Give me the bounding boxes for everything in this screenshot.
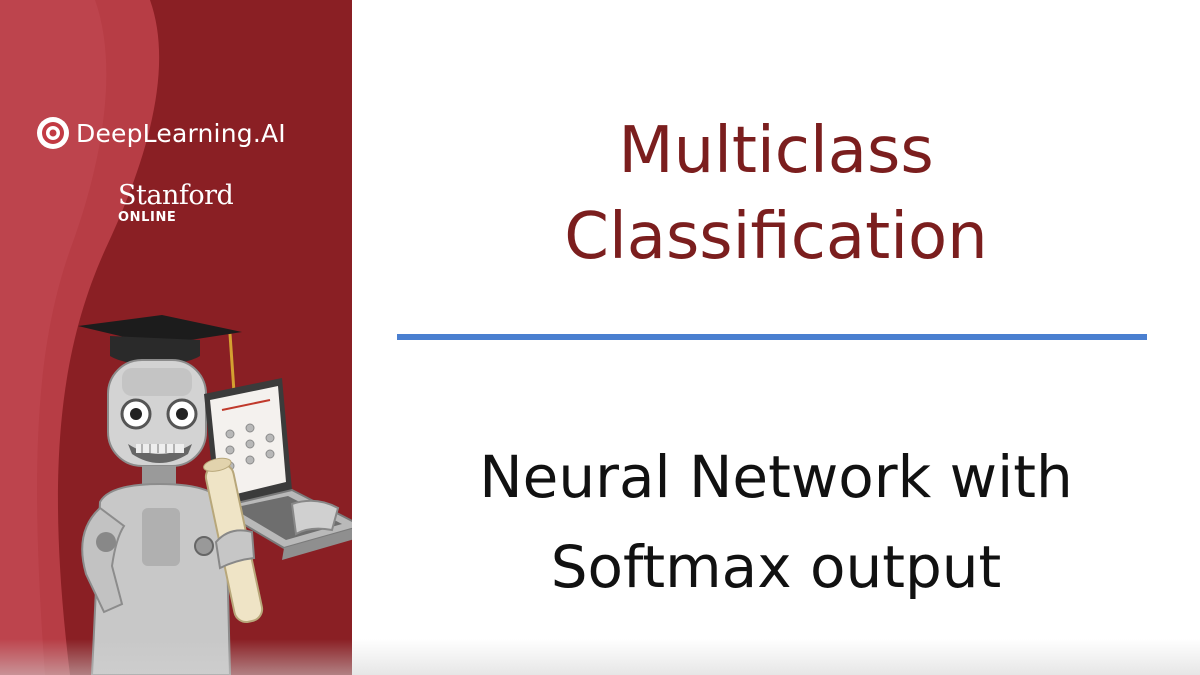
brand-logo: DeepLearning.AI — [36, 116, 286, 150]
slide-subtitle-line-2: Softmax output — [550, 533, 1002, 601]
robot-graduate-illustration — [78, 315, 352, 675]
slide-title-line-1: Multiclass — [618, 114, 934, 188]
partner-name: Stanford — [118, 180, 234, 211]
slide-title: Multiclass Classification — [352, 108, 1200, 280]
slide-subtitle-line-1: Neural Network with — [479, 443, 1073, 511]
brand-sidebar: DeepLearning.AI Stanford ONLINE — [0, 0, 352, 675]
brand-name: DeepLearning.AI — [76, 118, 286, 148]
deeplearning-ai-logo-icon — [37, 117, 69, 149]
title-divider — [397, 334, 1147, 340]
slide-content: Multiclass Classification Neural Network… — [352, 0, 1200, 675]
slide-subtitle: Neural Network with Softmax output — [352, 432, 1200, 612]
partner-subtitle: ONLINE — [118, 210, 177, 225]
partner-logo: Stanford ONLINE — [118, 180, 234, 225]
slide-title-line-2: Classification — [564, 200, 988, 274]
